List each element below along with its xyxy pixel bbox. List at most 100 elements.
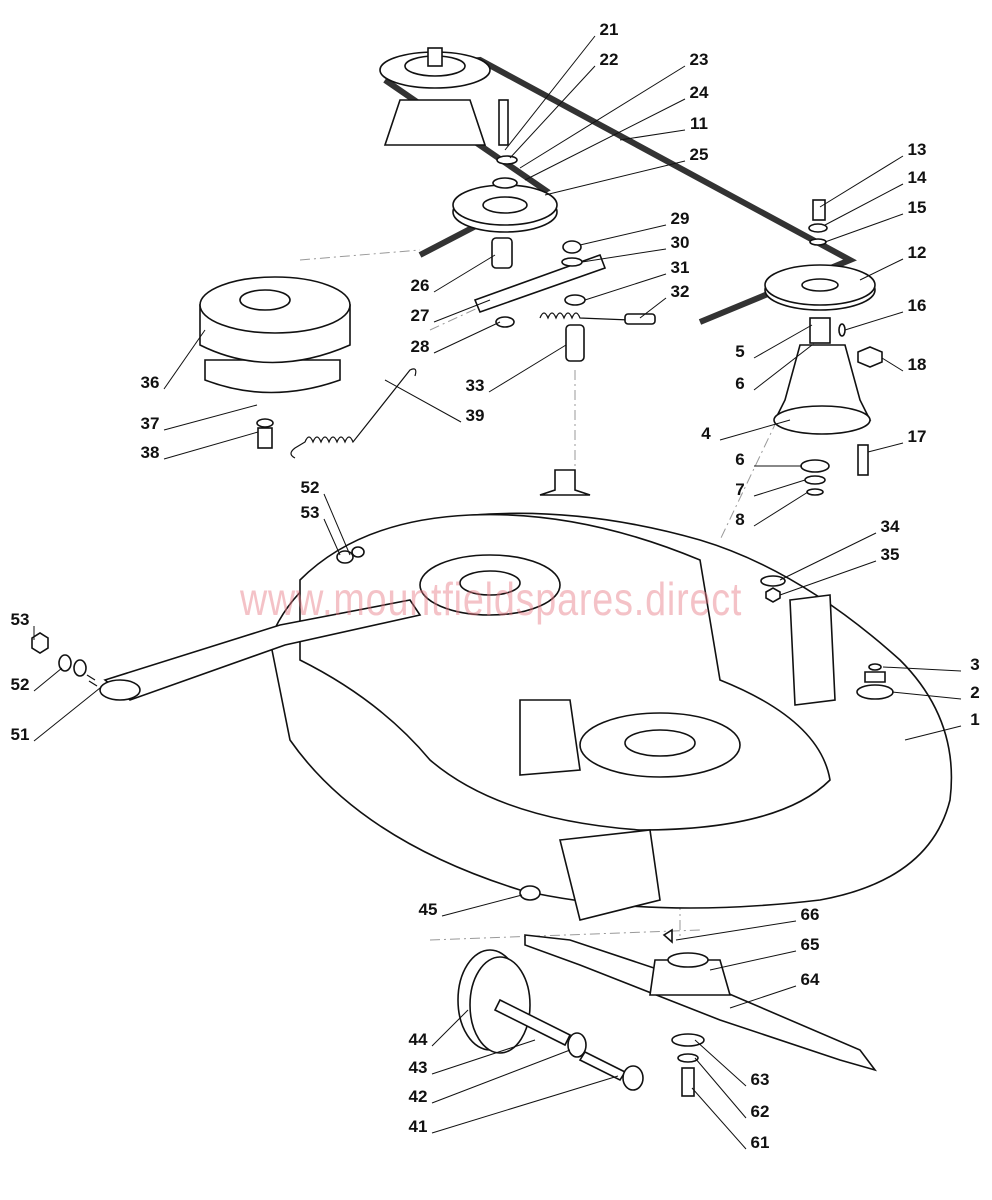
leader-line (579, 224, 667, 246)
leader-line (819, 155, 904, 208)
part-label[interactable]: 7 (735, 480, 745, 499)
part-label[interactable]: 66 (800, 905, 820, 924)
idler-arm (473, 237, 656, 362)
leader-line (441, 894, 523, 917)
part-label[interactable]: 45 (418, 900, 438, 919)
part-label[interactable]: 27 (410, 306, 430, 325)
part-label[interactable]: 39 (465, 406, 485, 425)
leader-line (753, 479, 806, 497)
part-label[interactable]: 41 (408, 1117, 428, 1136)
part-label[interactable]: 34 (880, 517, 900, 536)
leader-line (163, 329, 206, 390)
part-label[interactable]: 29 (670, 209, 690, 228)
part-label[interactable]: 23 (689, 50, 709, 69)
leader-line (691, 1087, 747, 1150)
part-label[interactable]: 38 (140, 443, 160, 462)
part-label[interactable]: 64 (800, 970, 820, 989)
part-label[interactable]: 4 (701, 424, 711, 443)
blade-spindle (764, 199, 883, 496)
part-label[interactable]: 14 (907, 168, 927, 187)
leader-line (431, 1009, 469, 1047)
part-label[interactable]: 63 (750, 1070, 770, 1089)
part-label[interactable]: 53 (300, 503, 320, 522)
part-label[interactable]: 37 (140, 414, 160, 433)
part-label[interactable]: 28 (410, 337, 430, 356)
leader-line (694, 1039, 747, 1087)
part-label[interactable]: 21 (599, 20, 619, 39)
part-label[interactable]: 33 (465, 376, 485, 395)
leader-line (694, 1057, 747, 1119)
part-label[interactable]: 51 (10, 725, 30, 744)
part-label[interactable]: 11 (690, 114, 708, 133)
leader-line (431, 1039, 536, 1075)
leader-line (323, 518, 341, 556)
leader-line (859, 258, 904, 281)
part-label[interactable]: 32 (670, 282, 690, 301)
part-label[interactable]: 44 (408, 1030, 428, 1049)
leader-line (584, 273, 667, 301)
part-label[interactable]: 36 (140, 373, 160, 392)
part-label[interactable]: 8 (735, 510, 745, 529)
leader-line (163, 431, 259, 460)
part-label[interactable]: 17 (907, 427, 927, 446)
part-label[interactable]: 52 (10, 675, 30, 694)
deck-roller-wheel (457, 949, 644, 1091)
leader-line (431, 1075, 619, 1134)
part-label[interactable]: 15 (907, 198, 927, 217)
part-label[interactable]: 35 (880, 545, 900, 564)
part-label[interactable]: 52 (300, 478, 320, 497)
leader-line (488, 344, 567, 393)
part-label[interactable]: 65 (800, 935, 820, 954)
part-label[interactable]: 61 (750, 1133, 770, 1152)
watermark: www.mountfieldspares.direct (240, 573, 743, 625)
part-label[interactable]: 5 (735, 342, 745, 361)
part-label[interactable]: 26 (410, 276, 430, 295)
part-label[interactable]: 13 (907, 140, 927, 159)
leader-line (753, 344, 813, 391)
leader-line (675, 920, 797, 941)
idler-pulley (452, 99, 558, 233)
part-label[interactable]: 6 (735, 374, 745, 393)
leader-line (719, 419, 791, 441)
leader-line (519, 65, 686, 169)
part-label[interactable]: 31 (670, 258, 690, 277)
part-label[interactable]: 42 (408, 1087, 428, 1106)
leader-line (867, 442, 904, 453)
part-label[interactable]: 62 (750, 1102, 770, 1121)
leader-line (504, 35, 596, 151)
leader-line (779, 560, 877, 596)
part-label[interactable]: 43 (408, 1058, 428, 1077)
part-label[interactable]: 16 (907, 296, 927, 315)
leader-line (33, 687, 101, 742)
leader-line (709, 950, 797, 971)
leader-line (891, 691, 962, 700)
electric-clutch (199, 276, 417, 459)
part-label[interactable]: 22 (599, 50, 619, 69)
part-label[interactable]: 53 (10, 610, 30, 629)
part-label[interactable]: 2 (970, 683, 980, 702)
leader-line (779, 532, 877, 581)
leader-line (524, 98, 686, 181)
leader-line (33, 667, 63, 692)
leader-line (431, 1049, 571, 1104)
leader-line (433, 254, 496, 293)
leader-line (544, 160, 686, 196)
part-label[interactable]: 24 (689, 83, 709, 102)
part-label[interactable]: 6 (735, 450, 745, 469)
leader-line (844, 311, 904, 331)
part-label[interactable]: 1 (970, 710, 980, 729)
part-label[interactable]: 12 (907, 243, 927, 262)
deck-lift-arm (31, 546, 422, 701)
leader-line (753, 491, 809, 527)
cutting-deck (269, 469, 953, 921)
part-label[interactable]: 3 (970, 655, 980, 674)
part-label[interactable]: 25 (689, 145, 709, 164)
leader-line (323, 493, 351, 556)
part-label[interactable]: 18 (907, 355, 927, 374)
leader-line (881, 357, 904, 372)
part-label[interactable]: 30 (670, 233, 690, 252)
leader-line (433, 299, 491, 323)
leader-line (729, 985, 797, 1009)
